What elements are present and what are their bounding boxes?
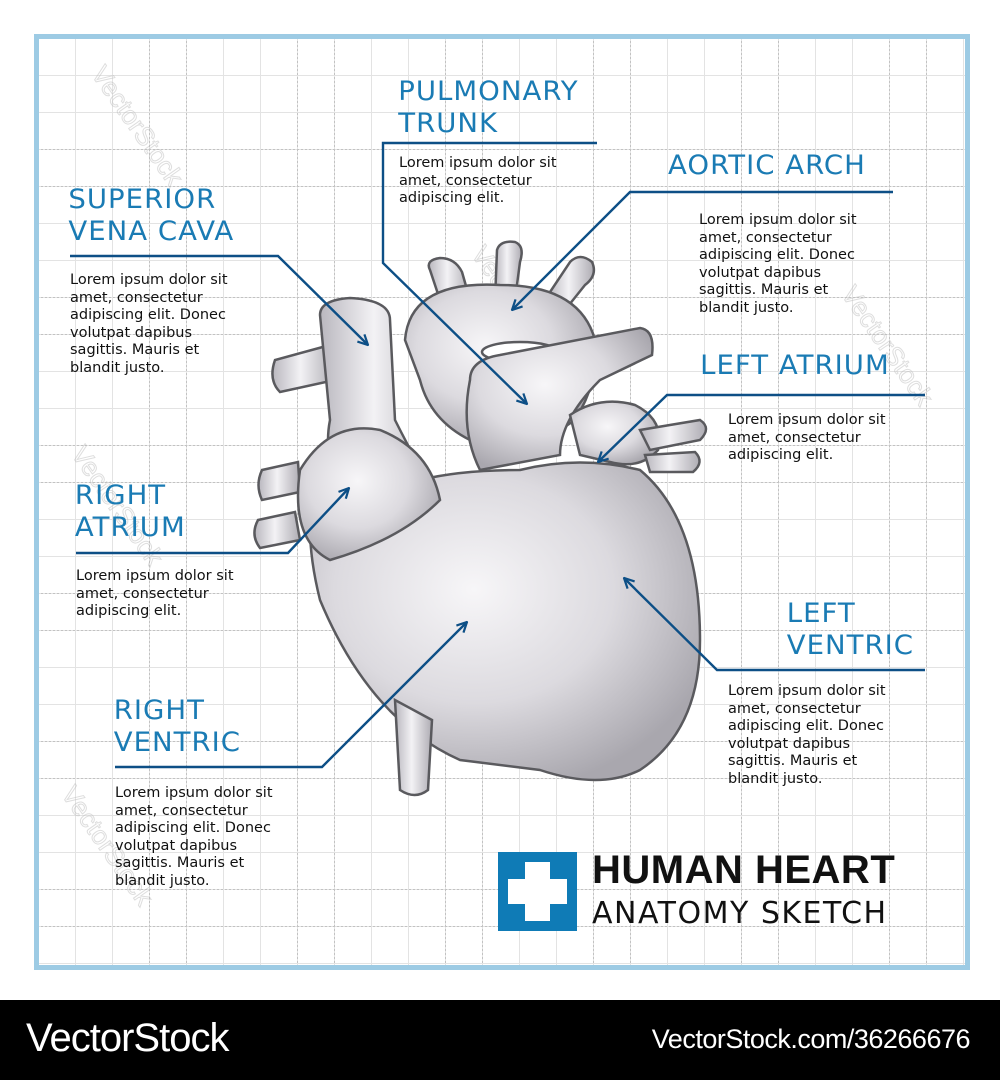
leader-left-ventric [624,578,925,672]
leader-aortic-arch [512,190,893,310]
medical-cross-icon [498,852,577,931]
subtitle-anatomy-sketch: ANATOMY SKETCH [592,896,888,931]
label-left-ventric-text: Lorem ipsum dolor sit amet, consectetur … [728,683,886,787]
stock-footer-bar: VectorStock VectorStock.com/36266676 [0,1000,1000,1080]
heart-illustration [70,141,925,797]
label-right-ventric-text: Lorem ipsum dolor sit amet, consectetur … [115,785,273,889]
leader-lines [70,141,925,769]
footer-url: VectorStock.com/36266676 [651,1024,971,1054]
diagram-canvas: VectorStock VectorStock VectorStock Vect… [34,34,970,970]
label-pulmonary-trunk-title: PULMONARY TRUNK [398,76,579,139]
title-human-heart: HUMAN HEART [592,848,896,892]
label-left-atrium-text: Lorem ipsum dolor sit amet, consectetur … [728,412,886,463]
label-aortic-arch-title: AORTIC ARCH [668,150,866,181]
label-aortic-arch-text: Lorem ipsum dolor sit amet, consectetur … [699,212,857,316]
label-superior-vena-cava-text: Lorem ipsum dolor sit amet, consectetur … [70,272,228,376]
leader-left-atrium [598,393,925,462]
label-right-ventric-title: RIGHT VENTRIC [113,695,242,758]
label-right-atrium-text: Lorem ipsum dolor sit amet, consectetur … [76,568,234,619]
label-pulmonary-trunk-text: Lorem ipsum dolor sit amet, consectetur … [399,155,557,206]
leader-right-atrium [76,488,349,555]
label-right-atrium-title: RIGHT ATRIUM [74,480,186,543]
heart-shape [253,240,708,797]
leader-superior-vena-cava [70,254,368,345]
label-superior-vena-cava-title: SUPERIOR VENA CAVA [68,184,235,247]
footer-brand: VectorStock [26,1016,229,1060]
label-left-atrium-title: LEFT ATRIUM [700,350,890,381]
leader-right-ventric [115,622,467,769]
leader-pulmonary-trunk [381,141,597,404]
label-left-ventric-title: LEFT VENTRIC [786,598,915,661]
